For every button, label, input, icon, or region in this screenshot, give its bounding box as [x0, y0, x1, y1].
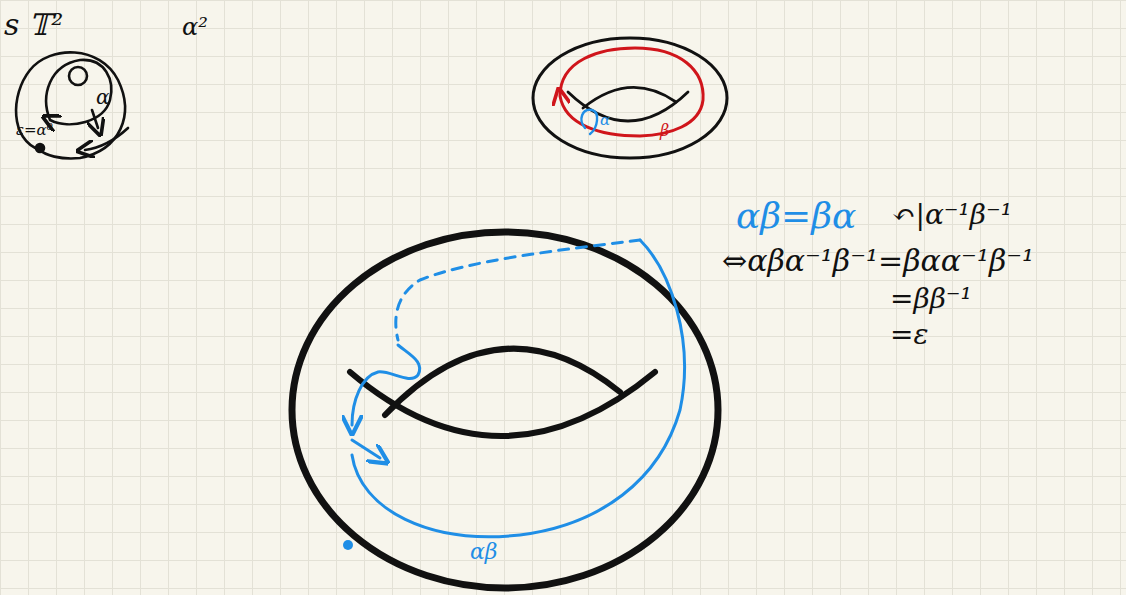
equation: ⇔αβα⁻¹β⁻¹=βαα⁻¹β⁻¹: [722, 244, 1034, 277]
loop-sketch: [16, 52, 128, 158]
equation: =ε: [890, 320, 929, 351]
torus: [292, 232, 718, 588]
equation: ↶|α⁻¹β⁻¹: [892, 200, 1012, 231]
page-heading: s 𝕋²: [4, 8, 63, 41]
small-torus: [533, 38, 727, 158]
equation: αβ=βα: [736, 196, 856, 236]
loop-label: β: [660, 122, 669, 140]
equation: =ββ⁻¹: [890, 284, 972, 315]
loop-label: α: [96, 86, 110, 108]
power-label: α²: [182, 14, 208, 40]
loop-label: α: [600, 112, 610, 129]
loop-path: [343, 240, 684, 550]
loop-label: αβ: [470, 540, 498, 564]
identity-label: ε=α⁰: [16, 122, 53, 139]
